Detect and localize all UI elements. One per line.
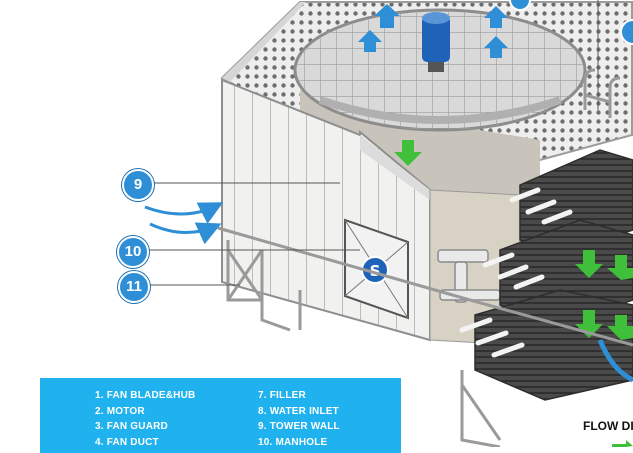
motor-icon (422, 12, 450, 72)
legend-item: 9. TOWER WALL (258, 421, 340, 432)
legend-item: 10. MANHOLE (258, 436, 328, 448)
callout-leaders (146, 182, 360, 286)
manhole-door: S (344, 218, 409, 320)
legend-item: 3. FAN GUARD (95, 421, 168, 432)
flow-direction-arrow (612, 440, 633, 447)
legend-item: 8. WATER INLET (258, 405, 339, 417)
legend-column-right: 7. FILLER 8. WATER INLET 9. TOWER WALL 1… (258, 388, 340, 450)
parts-legend: 1. FAN BLADE&HUB 2. MOTOR 3. FAN GUARD 4… (40, 378, 401, 453)
legend-item: 7. FILLER (258, 390, 306, 401)
air-outlet-arrows (358, 4, 508, 58)
flow-direction-label: FLOW DI (583, 419, 633, 433)
legend-item: 4. FAN DUCT (95, 436, 159, 448)
distribution-pipes (459, 187, 573, 358)
brand-logo-text: S (370, 262, 381, 280)
callout-11: 11 (118, 271, 150, 303)
callout-manhole: 10 (117, 236, 149, 268)
legend-column-left: 1. FAN BLADE&HUB 2. MOTOR 3. FAN GUARD 4… (95, 388, 195, 450)
legend-item: 2. MOTOR (95, 405, 145, 417)
legend-item: 1. FAN BLADE&HUB (95, 390, 196, 401)
ladder (583, 68, 621, 118)
base-frame (217, 226, 633, 447)
air-inlet-arrows (144, 202, 224, 245)
water-pipes (437, 249, 501, 303)
callout-tower-wall: 9 (122, 169, 154, 201)
